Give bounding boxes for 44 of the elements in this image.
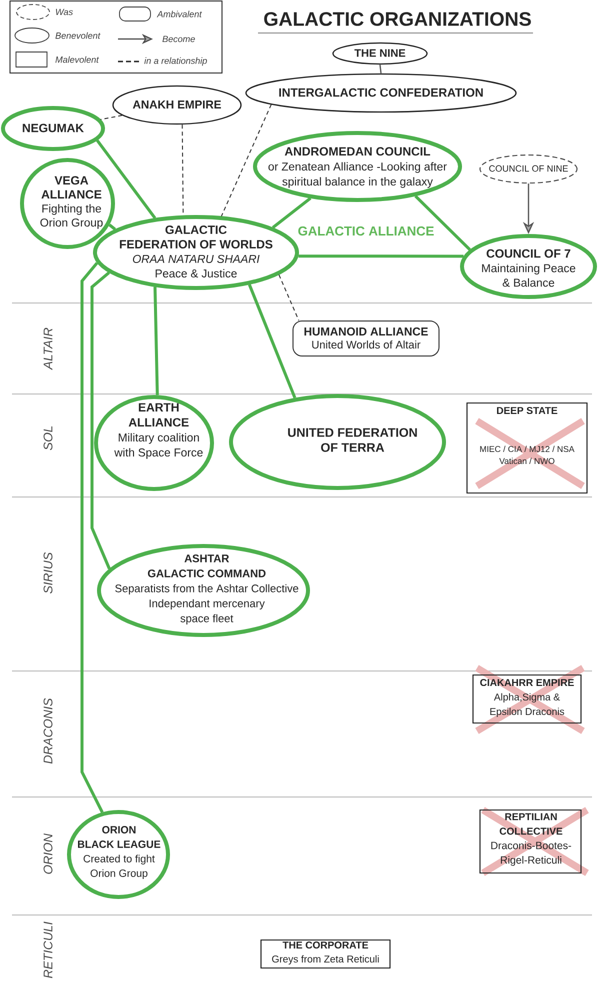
connector-line bbox=[80, 262, 104, 813]
legend-label: Become bbox=[162, 36, 195, 42]
connector-line bbox=[90, 271, 111, 570]
box-node: DEEP STATE MIEC / CIA / MJ12 / NSA Vatican / NWO bbox=[466, 402, 588, 494]
ellipse-node: NEGUMAK bbox=[1, 106, 105, 151]
box-node: CIAKAHRR EMPIRE Alpha,Sigma & Epsilon Draconis bbox=[472, 674, 582, 724]
connector-line bbox=[248, 284, 296, 398]
ellipse-node: UNITED FEDERATION OF TERRA bbox=[229, 394, 446, 490]
ellipse-node: ASHTAR GALACTIC COMMAND Separatists from the Ashtar Collective Independant mercenary space fleet bbox=[97, 544, 310, 637]
ellipse-node: ORION BLACK LEAGUE Created to fight Orion Group bbox=[67, 810, 170, 899]
rounded-box-node: HUMANOID ALLIANCE United Worlds of Altair bbox=[292, 320, 440, 356]
box-node: THE CORPORATE Greys from Zeta Reticuli bbox=[260, 939, 391, 969]
ellipse-node: COUNCIL OF 7 Maintaining Peace & Balance bbox=[460, 234, 597, 299]
row-label: SIRIUS bbox=[44, 552, 52, 594]
ellipse-node: ANDROMEDAN COUNCIL or Zenatean Alliance -Looking after spiritual balance in the galaxy bbox=[253, 131, 462, 202]
legend-label: Benevolent bbox=[55, 32, 101, 39]
row-label: SOL bbox=[44, 426, 52, 450]
legend-label: Malevolent bbox=[55, 56, 100, 63]
connector-line bbox=[96, 139, 156, 219]
row-label: DRACONIS bbox=[44, 698, 52, 764]
connector-line bbox=[272, 197, 312, 229]
connector-line bbox=[108, 224, 116, 230]
ellipse-node: ANAKH EMPIRE bbox=[112, 85, 242, 125]
box-node: REPTILIAN COLLECTIVE Draconis-Bootes-Rigel-Reticuli bbox=[479, 809, 582, 874]
group-label: GALACTIC ALLIANCE bbox=[298, 226, 434, 236]
row-label: RETICULI bbox=[44, 922, 52, 978]
row-label: ORION bbox=[44, 834, 52, 874]
dashed-line bbox=[278, 274, 300, 321]
dashed-line bbox=[220, 104, 272, 217]
row-label: ALTAIR bbox=[44, 328, 52, 370]
legend-label: Was bbox=[56, 8, 73, 16]
connector-line bbox=[379, 64, 382, 74]
title: GALACTIC ORGANIZATIONS bbox=[264, 12, 531, 26]
ellipse-node: THE NINE bbox=[332, 42, 428, 65]
dashed-ellipse-node: COUNCIL OF NINE bbox=[479, 154, 578, 184]
connector-line bbox=[414, 194, 471, 251]
ellipse-node: VEGA ALLIANCE Fighting the Orion Group bbox=[20, 158, 115, 249]
connector-line bbox=[154, 286, 159, 396]
ellipse-node: INTERGALACTIC CONFEDERATION bbox=[245, 73, 517, 113]
legend-label: in a relationship bbox=[144, 57, 207, 66]
ellipse-node: EARTH ALLIANCE Military coalition with Space Force bbox=[94, 395, 214, 491]
connector-line bbox=[298, 254, 464, 258]
legend-label: Ambivalent bbox=[156, 10, 202, 18]
dashed-line bbox=[100, 114, 123, 120]
